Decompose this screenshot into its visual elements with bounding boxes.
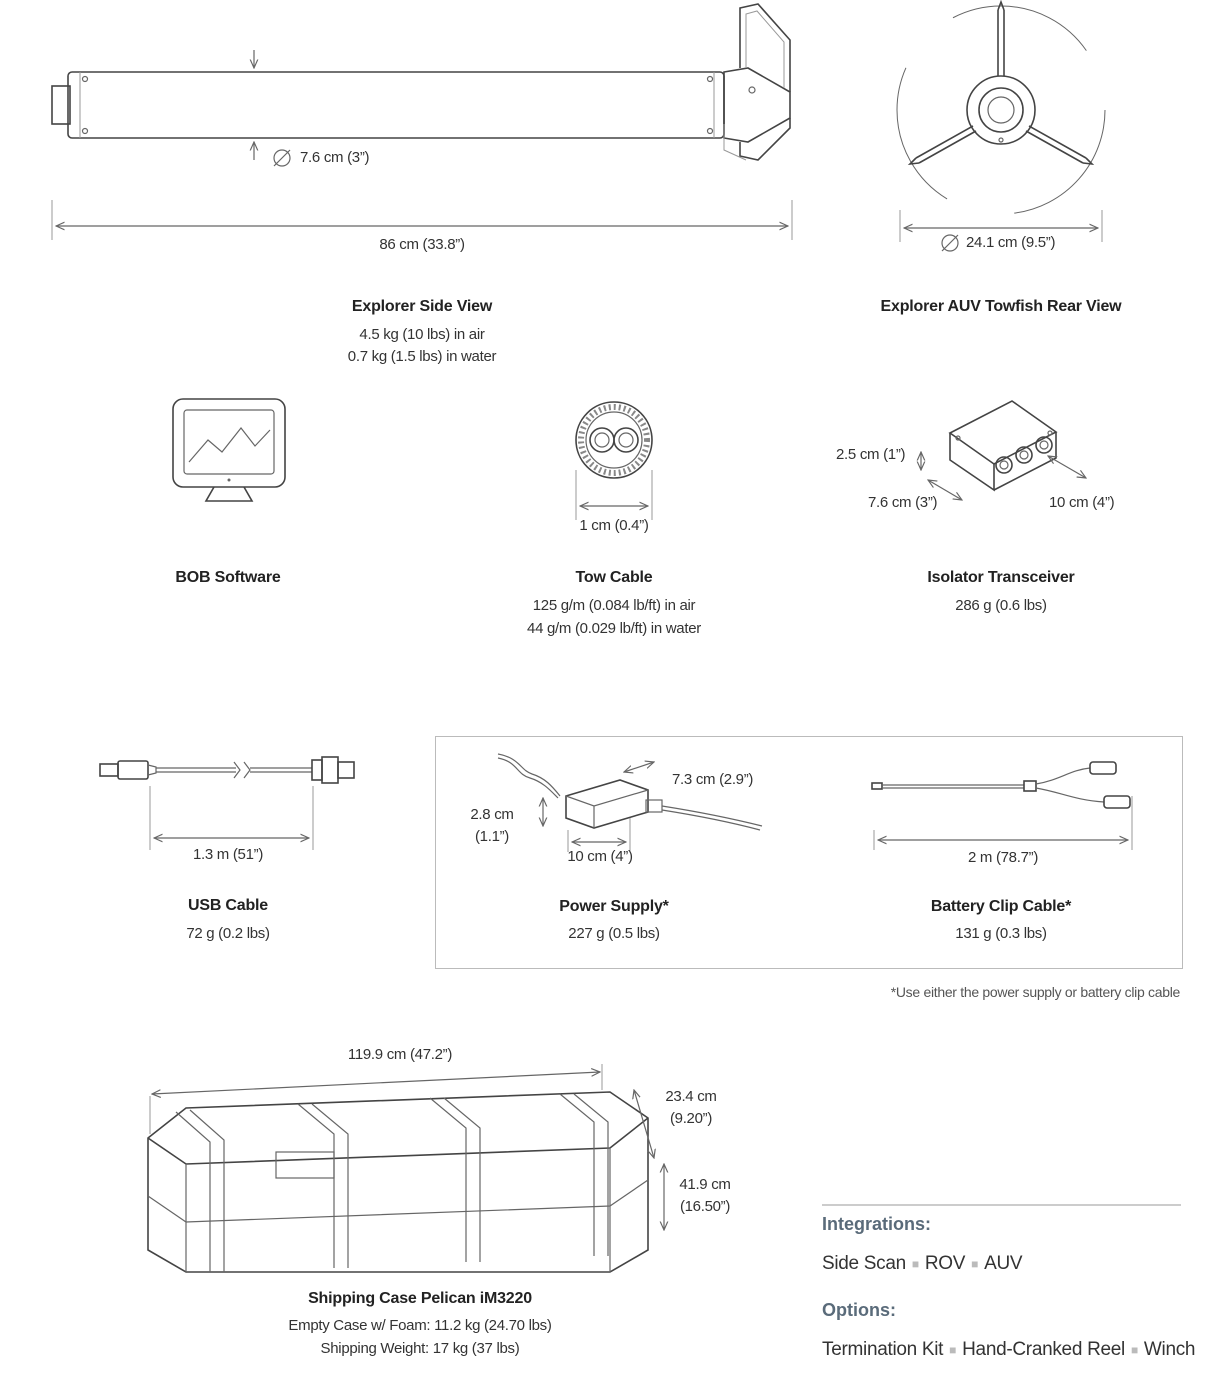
case-height-label-1: 41.9 cm (679, 1176, 731, 1193)
footnote: *Use either the power supply or battery … (890, 984, 1181, 1000)
option-item: Termination Kit (822, 1339, 944, 1360)
explorer-rear-diameter-label: 24.1 cm (9.5”) (966, 234, 1056, 251)
option-item: Hand-Cranked Reel (962, 1339, 1125, 1360)
battery-clip-drawing (871, 761, 1133, 850)
power-supply-title: Power Supply* (559, 898, 669, 915)
integration-item: Side Scan (822, 1253, 906, 1274)
case-depth-label-2: (9.20”) (669, 1110, 713, 1127)
tow-cable-spec-water: 44 g/m (0.029 lb/ft) in water (527, 620, 701, 637)
bob-software-title: BOB Software (175, 569, 281, 586)
power-supply-height-label-1: 2.8 cm (470, 806, 514, 823)
battery-clip-dim-label: 2 m (78.7”) (967, 849, 1039, 866)
options-heading: Options: (822, 1300, 896, 1320)
power-supply-spec: 227 g (0.5 lbs) (568, 925, 660, 942)
explorer-diameter-label: 7.6 cm (3”) (300, 149, 370, 166)
power-supply-height-label-2: (1.1”) (474, 828, 510, 845)
battery-clip-spec: 131 g (0.3 lbs) (955, 925, 1047, 942)
tow-cable-drawing (575, 401, 653, 520)
shipping-case-title: Shipping Case Pelican iM3220 (308, 1290, 532, 1307)
explorer-length-label: 86 cm (33.8”) (379, 236, 465, 253)
power-supply-depth-label: 7.3 cm (2.9”) (672, 771, 754, 788)
explorer-side-title: Explorer Side View (351, 298, 493, 315)
shipping-case-spec-ship: Shipping Weight: 17 kg (37 lbs) (320, 1340, 520, 1357)
explorer-side-drawing (51, 3, 793, 240)
case-depth-label-1: 23.4 cm (665, 1088, 717, 1105)
usb-cable-spec: 72 g (0.2 lbs) (186, 925, 270, 942)
shipping-case-drawing (147, 1064, 664, 1273)
tow-cable-title: Tow Cable (575, 569, 653, 586)
isolator-drawing (921, 400, 1086, 500)
isolator-length-label: 10 cm (4”) (1049, 494, 1115, 511)
shipping-case-spec-empty: Empty Case w/ Foam: 11.2 kg (24.70 lbs) (288, 1317, 552, 1334)
integrations-list: Side Scan■ROV■AUV (822, 1253, 1023, 1274)
power-supply-length-label: 10 cm (4”) (567, 848, 633, 865)
tow-cable-spec-air: 125 g/m (0.084 lb/ft) in air (532, 597, 696, 614)
options-list: Termination Kit■Hand-Cranked Reel■Winch (822, 1339, 1196, 1360)
isolator-height-label: 2.5 cm (1”) (836, 446, 906, 463)
battery-clip-title: Battery Clip Cable* (930, 898, 1072, 915)
isolator-spec: 286 g (0.6 lbs) (955, 597, 1047, 614)
explorer-side-spec-water: 0.7 kg (1.5 lbs) in water (347, 348, 497, 365)
integration-item: AUV (984, 1253, 1023, 1274)
explorer-rear-title: Explorer AUV Towfish Rear View (880, 298, 1122, 315)
integration-item: ROV (924, 1253, 966, 1274)
optional-accessories-panel (435, 736, 1183, 969)
monitor-icon (172, 398, 286, 502)
isolator-width-label: 7.6 cm (3”) (868, 494, 938, 511)
explorer-rear-drawing (896, 0, 1106, 252)
integrations-heading: Integrations: (822, 1214, 932, 1234)
tow-cable-dim-label: 1 cm (0.4”) (579, 517, 649, 534)
usb-cable-drawing (99, 756, 355, 850)
case-height-label-2: (16.50”) (679, 1198, 731, 1215)
explorer-side-spec-air: 4.5 kg (10 lbs) in air (359, 326, 485, 343)
usb-cable-dim-label: 1.3 m (51”) (192, 846, 264, 863)
power-supply-drawing (497, 753, 763, 852)
option-item: Winch (1143, 1339, 1196, 1360)
usb-cable-title: USB Cable (188, 897, 268, 914)
isolator-title: Isolator Transceiver (927, 569, 1075, 586)
case-length-label: 119.9 cm (47.2”) (347, 1046, 453, 1063)
